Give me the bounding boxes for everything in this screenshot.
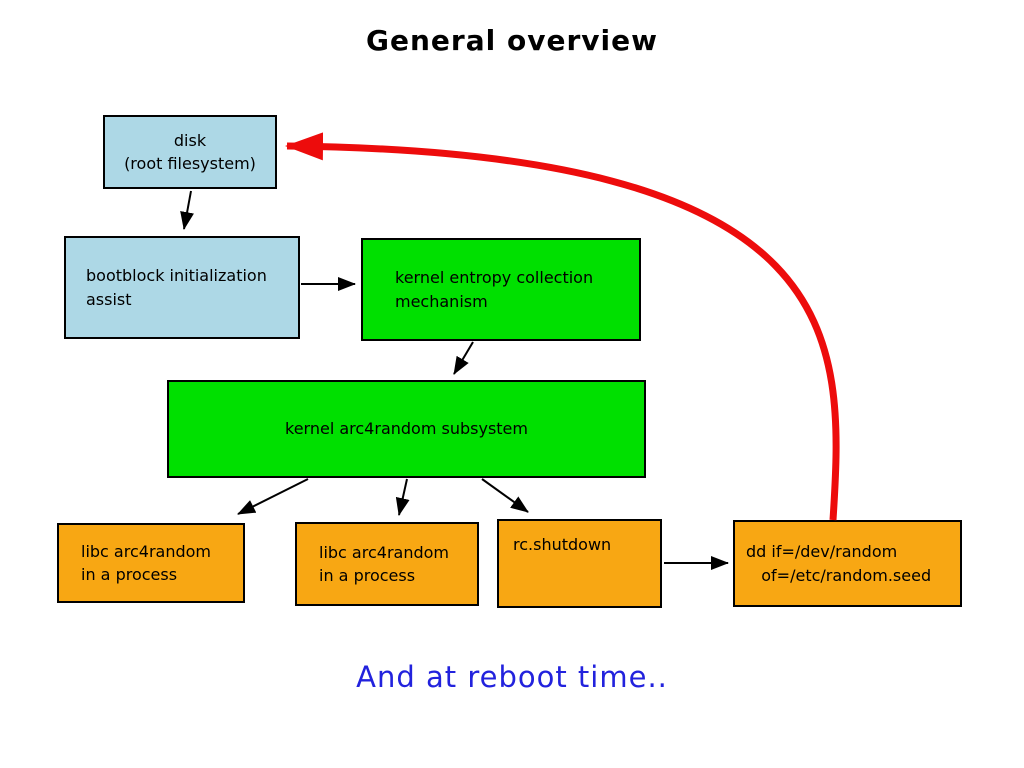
node-kernel-arc4random-subsystem: kernel arc4random subsystem (167, 380, 646, 478)
node-rc-shutdown-label: rc.shutdown (513, 535, 612, 554)
node-disk: disk (root filesystem) (103, 115, 277, 189)
node-bootblock-label: bootblock initialization assist (86, 266, 267, 309)
node-libc1-label: libc arc4random in a process (81, 541, 211, 584)
node-libc-arc4random-2: libc arc4random in a process (295, 522, 479, 606)
diagram-title: General overview (366, 24, 658, 57)
node-libc-arc4random-1: libc arc4random in a process (57, 523, 245, 603)
arrow-entropy-to-arc4random (453, 341, 474, 375)
node-dd-random-seed: dd if=/dev/random of=/etc/random.seed (733, 520, 962, 607)
node-libc2-label: libc arc4random in a process (319, 542, 449, 585)
node-dd-label: dd if=/dev/random of=/etc/random.seed (746, 542, 932, 585)
node-arc4random-label: kernel arc4random subsystem (285, 419, 528, 439)
node-entropy-label: kernel entropy collection mechanism (395, 268, 594, 311)
node-bootblock-initialization-assist: bootblock initialization assist (64, 236, 300, 339)
arrow-arc4random-to-libc1 (237, 478, 309, 515)
footer-note: And at reboot time.. (356, 660, 668, 694)
arrow-arc4random-to-rcshutdown (481, 478, 529, 513)
node-kernel-entropy-collection: kernel entropy collection mechanism (361, 238, 641, 341)
arrow-disk-to-bootblock (180, 190, 194, 230)
node-disk-label: disk (root filesystem) (124, 130, 256, 173)
node-rc-shutdown: rc.shutdown (497, 519, 662, 608)
arrow-arc4random-to-libc2 (395, 478, 410, 516)
